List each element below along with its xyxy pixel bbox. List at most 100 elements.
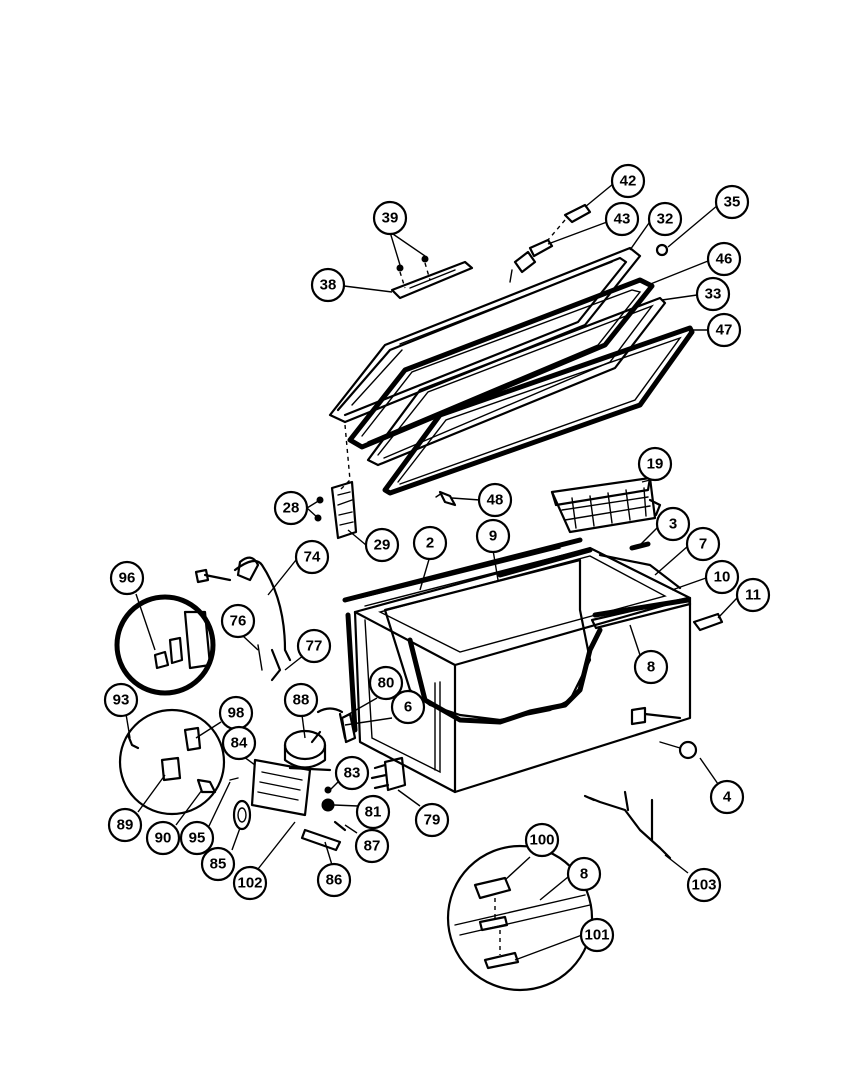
svg-text:6: 6 xyxy=(404,699,412,716)
svg-text:93: 93 xyxy=(113,692,130,709)
callout-47: 47 xyxy=(706,312,742,348)
cord-clip xyxy=(257,644,263,671)
svg-text:43: 43 xyxy=(614,211,631,228)
grommet xyxy=(321,798,335,812)
callout-6: 6 xyxy=(390,689,426,725)
svg-text:80: 80 xyxy=(378,675,395,692)
svg-text:35: 35 xyxy=(724,194,741,211)
svg-text:11: 11 xyxy=(745,587,761,604)
callout-19: 19 xyxy=(637,446,673,482)
svg-text:88: 88 xyxy=(293,692,310,709)
top-breaker xyxy=(598,553,682,590)
svg-text:33: 33 xyxy=(705,286,722,303)
divider-strip xyxy=(590,596,692,630)
callout-77: 77 xyxy=(296,628,332,664)
svg-text:95: 95 xyxy=(189,830,206,847)
lid-liner xyxy=(366,296,667,467)
svg-text:48: 48 xyxy=(487,492,504,509)
callout-8-cabinet: 8 xyxy=(633,649,669,685)
overload-detail-circle xyxy=(118,708,226,816)
compressor-cover xyxy=(250,758,312,817)
svg-text:85: 85 xyxy=(210,856,227,873)
callout-2: 2 xyxy=(412,525,448,561)
hinge-bracket xyxy=(692,612,724,632)
callout-43: 43 xyxy=(604,201,640,237)
callout-95: 95 xyxy=(179,820,215,856)
callout-10: 10 xyxy=(704,559,740,595)
callout-3: 3 xyxy=(655,506,691,542)
svg-text:9: 9 xyxy=(489,528,497,545)
callout-48: 48 xyxy=(477,482,513,518)
fan-motor xyxy=(232,799,252,831)
callout-4: 4 xyxy=(709,779,745,815)
svg-text:83: 83 xyxy=(344,765,361,782)
svg-text:77: 77 xyxy=(306,638,323,655)
callout-90: 90 xyxy=(145,820,181,856)
screw xyxy=(229,777,239,781)
callout-102: 102 xyxy=(232,865,268,901)
divider-clip-detail-circle xyxy=(446,844,594,992)
svg-text:90: 90 xyxy=(155,830,172,847)
svg-text:19: 19 xyxy=(647,456,664,473)
callout-80: 80 xyxy=(368,665,404,701)
callout-35: 35 xyxy=(714,184,750,220)
svg-text:87: 87 xyxy=(364,838,381,855)
callout-11: 11 xyxy=(735,577,771,613)
svg-text:86: 86 xyxy=(326,872,343,889)
lid-gasket xyxy=(347,277,655,450)
svg-text:42: 42 xyxy=(620,173,637,190)
callout-8-detail: 8 xyxy=(566,856,602,892)
callout-85: 85 xyxy=(200,846,236,882)
callout-84: 84 xyxy=(221,725,257,761)
washer xyxy=(324,786,332,794)
svg-text:47: 47 xyxy=(716,322,733,339)
callout-42: 42 xyxy=(610,163,646,199)
svg-text:32: 32 xyxy=(657,211,674,228)
callout-9: 9 xyxy=(475,518,511,554)
thermostat xyxy=(370,756,407,792)
callout-88: 88 xyxy=(283,682,319,718)
svg-text:74: 74 xyxy=(304,549,321,566)
harness xyxy=(270,648,282,682)
svg-text:39: 39 xyxy=(382,210,399,227)
callout-46: 46 xyxy=(706,241,742,277)
drain-plug xyxy=(630,706,698,760)
callout-86: 86 xyxy=(316,862,352,898)
callout-103: 103 xyxy=(686,867,722,903)
callout-83: 83 xyxy=(334,755,370,791)
svg-text:8: 8 xyxy=(580,866,588,883)
svg-text:98: 98 xyxy=(228,705,245,722)
callout-7: 7 xyxy=(685,526,721,562)
callout-93: 93 xyxy=(103,682,139,718)
condenser-tube xyxy=(497,547,593,578)
svg-text:102: 102 xyxy=(237,875,262,892)
compressor xyxy=(283,729,332,772)
callout-89: 89 xyxy=(107,807,143,843)
callout-98: 98 xyxy=(218,695,254,731)
drier-filter xyxy=(316,707,347,740)
svg-text:100: 100 xyxy=(529,832,554,849)
svg-text:103: 103 xyxy=(691,877,716,894)
svg-text:8: 8 xyxy=(647,659,655,676)
basket-bracket xyxy=(629,541,651,551)
callout-32: 32 xyxy=(647,201,683,237)
callout-81: 81 xyxy=(355,794,391,830)
wire-harness xyxy=(583,790,672,860)
callout-101: 101 xyxy=(579,917,615,953)
callout-100: 100 xyxy=(524,822,560,858)
callout-29: 29 xyxy=(364,527,400,563)
callout-74: 74 xyxy=(294,539,330,575)
lid-lock-assembly xyxy=(509,203,592,283)
callout-96: 96 xyxy=(109,560,145,596)
callout-33: 33 xyxy=(695,276,731,312)
svg-text:101: 101 xyxy=(584,927,609,944)
relay-detail-circle xyxy=(114,594,216,696)
lid-outer-panel xyxy=(328,246,642,424)
svg-text:84: 84 xyxy=(231,735,248,752)
lid-inner-panel xyxy=(382,325,695,496)
svg-text:2: 2 xyxy=(426,535,434,552)
callout-79: 79 xyxy=(414,802,450,838)
callout-39: 39 xyxy=(372,200,408,236)
power-cord xyxy=(194,556,292,662)
callout-87: 87 xyxy=(354,828,390,864)
